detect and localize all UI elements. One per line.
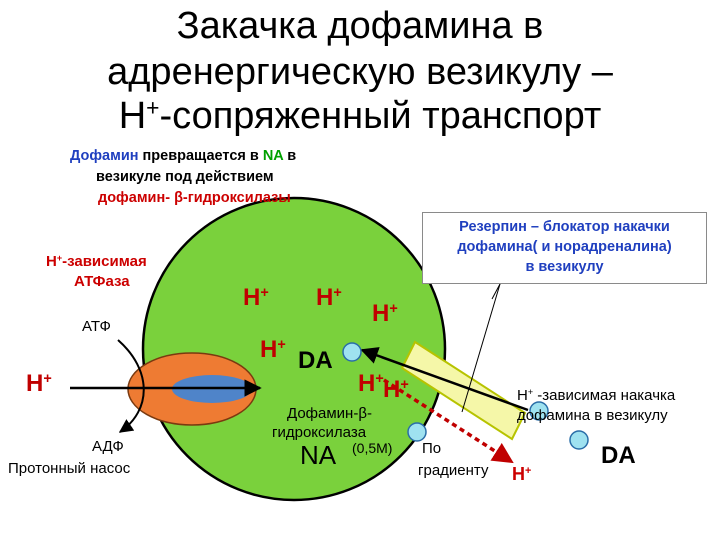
atpase-label-line-1: H+-зависимая [46, 252, 147, 272]
transport-h-out-text: H [512, 464, 525, 484]
proton-2-sup: + [333, 285, 342, 302]
proton-6-text: H [383, 376, 401, 403]
proton-4: H+ [260, 336, 286, 364]
transport-label-rest: -зависимая накачка [533, 387, 676, 404]
proton-5-sup: + [375, 371, 384, 388]
proton-1-text: H [243, 284, 261, 311]
intro-line-2: везикуле под действием [96, 169, 274, 185]
intro-dopamine: Дофамин [70, 148, 139, 164]
na-concentration: (0,5M) [352, 440, 393, 456]
proton-2: H+ [316, 284, 342, 312]
reserpine-rest: – блокатор накачки [526, 219, 670, 235]
enzyme-line-1: Дофамин-β- [287, 405, 372, 422]
intro-enzyme: дофамин- β-гидроксилазы [98, 190, 291, 206]
reserpine-word: Резерпин [459, 219, 527, 235]
proton-6: H+ [383, 376, 409, 404]
transport-label-line-1: H+ -зависимая накачка [517, 386, 675, 406]
transport-label-sup: + [527, 387, 534, 398]
na-molecule [407, 422, 427, 442]
vesicle [141, 196, 447, 502]
transport-label-line-2: дофамина в везикулу [517, 407, 668, 424]
proton-5: H+ [358, 370, 384, 398]
reserpine-pointer-2 [491, 283, 501, 300]
proton-3-sup: + [389, 301, 398, 318]
atpase-rest: -зависимая [62, 253, 147, 270]
title-rest: -сопряженный транспорт [159, 95, 602, 137]
atpase-h: H [46, 253, 57, 270]
proton-1: H+ [243, 284, 269, 312]
title-h-sup: + [146, 94, 160, 121]
dopamine-outside-label: DA [601, 442, 636, 469]
proton-6-sup: + [400, 377, 409, 394]
pump-h-outside: H+ [26, 370, 52, 398]
reserpine-line-1: Резерпин – блокатор накачки [423, 217, 706, 237]
transport-h-out: H+ [512, 464, 531, 485]
intro-line-1: Дофамин превращается в NA в [70, 146, 296, 166]
proton-3: H+ [372, 300, 398, 328]
dopamine-molecule-inside [342, 342, 362, 362]
pump-h-sup: + [43, 371, 52, 388]
proton-2-text: H [316, 284, 334, 311]
reserpine-line-2: дофамина( и норадреналина) [457, 239, 672, 255]
proton-3-text: H [372, 300, 390, 327]
intro-in: в [283, 148, 297, 164]
transport-h-out-sup: + [525, 465, 532, 478]
intro-na: NA [262, 148, 284, 164]
atpase-sup: + [56, 253, 63, 264]
dopamine-molecule-outside-2 [569, 430, 589, 450]
reserpine-line-3: в везикулу [525, 259, 604, 275]
dopamine-molecule-outside-1 [529, 401, 549, 421]
proton-5-text: H [358, 370, 376, 397]
title-h: H [118, 95, 147, 137]
reserpine-box: Резерпин – блокатор накачки дофамина( и … [422, 212, 707, 284]
gradient-line-1: По [422, 440, 442, 457]
reserpine-pointer [461, 283, 501, 413]
vmat-transporter [400, 340, 527, 441]
proton-1-sup: + [260, 285, 269, 302]
pump-name: Протонный насос [8, 460, 131, 477]
page-title-line-2: адренергическую везикулу – [107, 51, 613, 93]
atp-label: АТФ [82, 318, 111, 335]
atpase-label-line-2: АТФаза [74, 273, 130, 290]
proton-4-text: H [260, 336, 278, 363]
na-label: NA [300, 440, 337, 470]
adp-label: АДФ [92, 438, 124, 455]
pump-h-text: H [26, 370, 44, 397]
transport-label-h: H [517, 387, 528, 404]
enzyme-line-2: гидроксилаза [272, 424, 367, 441]
intro-turns-into: превращается в [138, 148, 263, 164]
page-title-line-3: H+-сопряженный транспорт [0, 94, 720, 138]
proton-efflux-arrow [383, 378, 514, 464]
dopamine-uptake-arrow [360, 347, 529, 412]
gradient-line-2: градиенту [418, 462, 489, 479]
dopamine-inside-label: DA [298, 347, 333, 374]
page-title-line-1: Закачка дофамина в [176, 5, 544, 47]
proton-4-sup: + [277, 337, 286, 354]
